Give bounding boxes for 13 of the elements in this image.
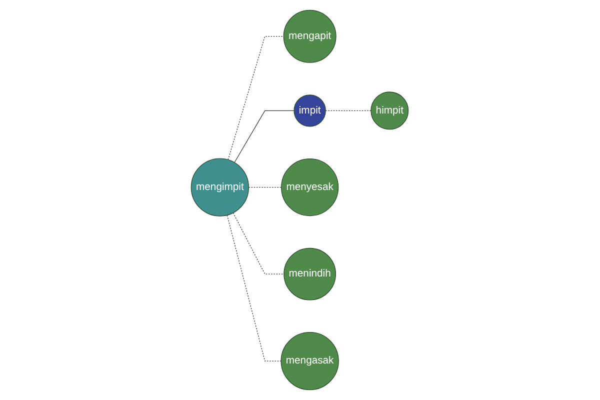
connector [248, 187, 282, 188]
node-circle: impit [294, 94, 326, 127]
node-circle: himpit [370, 92, 409, 130]
connector [326, 110, 372, 111]
node-circle: mengapit [284, 10, 337, 63]
node-circle: menyesak [281, 158, 339, 216]
connector [227, 214, 282, 362]
node-circle: menindih [284, 248, 336, 300]
connector [228, 36, 284, 160]
node-circle: mengimpit [191, 158, 250, 216]
connector [233, 212, 285, 274]
connector [234, 110, 295, 163]
node-circle: mengasak [280, 332, 340, 390]
